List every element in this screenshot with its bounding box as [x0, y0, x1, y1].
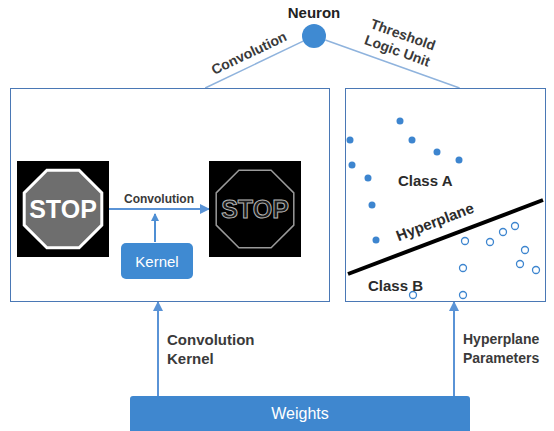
- edge-label: Convolution Kernel: [165, 330, 265, 368]
- hyperplane-label: Hyperplane: [394, 199, 476, 244]
- sign-text: STOP: [29, 195, 97, 224]
- kernel-arrow: [154, 214, 156, 242]
- node-text: Weights: [271, 405, 329, 423]
- class-label: Class A: [398, 172, 452, 189]
- edge-label: Hyperplane Parameters: [461, 330, 551, 368]
- edge-label: Threshold Logic Unit: [349, 11, 451, 75]
- edge-label: Convolution: [122, 192, 196, 206]
- node-text: Kernel: [135, 253, 178, 270]
- connector: [157, 302, 159, 396]
- class-b-points: [410, 223, 540, 299]
- connector: [453, 302, 455, 396]
- panel-box: [345, 88, 546, 302]
- neuron-title: Neuron: [288, 4, 341, 21]
- connector: [109, 208, 209, 210]
- neuron-circle: [302, 24, 326, 48]
- class-label: Class B: [368, 277, 423, 294]
- weights-band: Weights: [130, 396, 470, 431]
- kernel-box: Kernel: [121, 243, 193, 279]
- sign-text: STOP: [221, 195, 289, 224]
- stop-sign: STOP: [17, 161, 109, 257]
- stop-sign-edges: STOP: [209, 161, 301, 257]
- neuron-node: Neuron: [282, 4, 346, 56]
